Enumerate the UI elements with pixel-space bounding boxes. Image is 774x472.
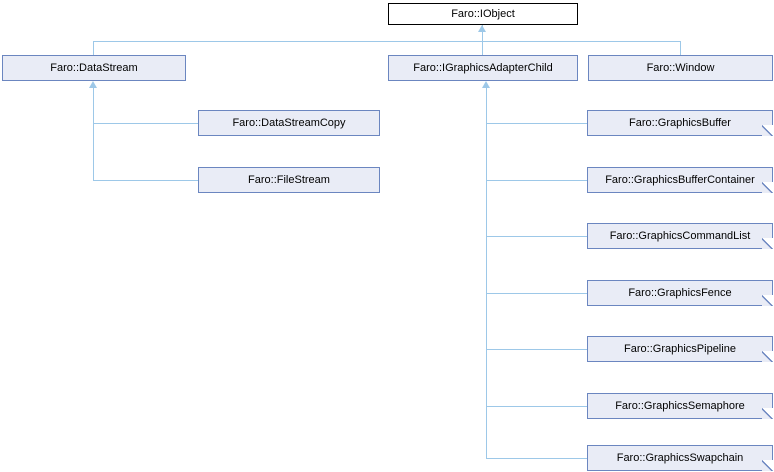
connector-branch-datastreamcopy bbox=[93, 123, 199, 124]
connector-branch-graphicscommandlist bbox=[486, 236, 588, 237]
class-node-graphicsfence[interactable]: Faro::GraphicsFence bbox=[587, 280, 773, 306]
connector-datastream-arrowhead bbox=[89, 81, 97, 88]
connector-branch-graphicssemaphore bbox=[486, 406, 588, 407]
class-node-filestream[interactable]: Faro::FileStream bbox=[198, 167, 380, 193]
connector-drop-to-window bbox=[680, 41, 681, 55]
class-node-label: Faro::Window bbox=[646, 61, 715, 74]
connector-branch-graphicsbuffercontainer bbox=[486, 180, 588, 181]
class-node-label: Faro::DataStream bbox=[50, 61, 138, 74]
class-node-label: Faro::GraphicsFence bbox=[628, 286, 732, 299]
class-node-label: Faro::GraphicsCommandList bbox=[609, 229, 751, 242]
class-node-label: Faro::GraphicsSemaphore bbox=[615, 399, 745, 412]
connector-root-arrowhead bbox=[478, 25, 486, 32]
class-node-graphicsbuffer[interactable]: Faro::GraphicsBuffer bbox=[587, 110, 773, 136]
class-node-label: Faro::GraphicsBuffer bbox=[629, 116, 731, 129]
class-node-window[interactable]: Faro::Window bbox=[588, 55, 773, 81]
connector-datastream-spine bbox=[93, 88, 94, 180]
class-node-label: Faro::DataStreamCopy bbox=[232, 116, 346, 129]
connector-root-bus-horizontal bbox=[93, 41, 681, 42]
connector-igac-spine bbox=[486, 88, 487, 459]
class-node-graphicsswapchain[interactable]: Faro::GraphicsSwapchain bbox=[587, 445, 773, 471]
connector-branch-graphicsfence bbox=[486, 293, 588, 294]
connector-root-stub-vertical bbox=[482, 25, 483, 41]
connector-igac-arrowhead bbox=[482, 81, 490, 88]
connector-drop-to-datastream bbox=[93, 41, 94, 55]
class-node-label: Faro::GraphicsPipeline bbox=[624, 342, 736, 355]
connector-branch-graphicsbuffer bbox=[486, 123, 588, 124]
class-node-datastream[interactable]: Faro::DataStream bbox=[2, 55, 186, 81]
class-node-graphicspipeline[interactable]: Faro::GraphicsPipeline bbox=[587, 336, 773, 362]
class-node-iobject[interactable]: Faro::IObject bbox=[388, 3, 578, 25]
class-node-datastreamcopy[interactable]: Faro::DataStreamCopy bbox=[198, 110, 380, 136]
connector-branch-filestream bbox=[93, 180, 199, 181]
class-node-graphicssemaphore[interactable]: Faro::GraphicsSemaphore bbox=[587, 393, 773, 419]
class-node-igraphicsadapterchild[interactable]: Faro::IGraphicsAdapterChild bbox=[388, 55, 578, 81]
class-node-label: Faro::GraphicsBufferContainer bbox=[605, 173, 755, 186]
class-node-label: Faro::GraphicsSwapchain bbox=[616, 451, 744, 464]
connector-drop-to-igraphicsadapterchild bbox=[482, 41, 483, 55]
class-node-label: Faro::IGraphicsAdapterChild bbox=[413, 61, 553, 74]
connector-branch-graphicsswapchain bbox=[486, 458, 588, 459]
class-node-label: Faro::FileStream bbox=[248, 173, 330, 186]
connector-branch-graphicspipeline bbox=[486, 349, 588, 350]
class-node-graphicsbuffercontainer[interactable]: Faro::GraphicsBufferContainer bbox=[587, 167, 773, 193]
class-node-graphicscommandlist[interactable]: Faro::GraphicsCommandList bbox=[587, 223, 773, 249]
class-node-label: Faro::IObject bbox=[451, 7, 515, 20]
